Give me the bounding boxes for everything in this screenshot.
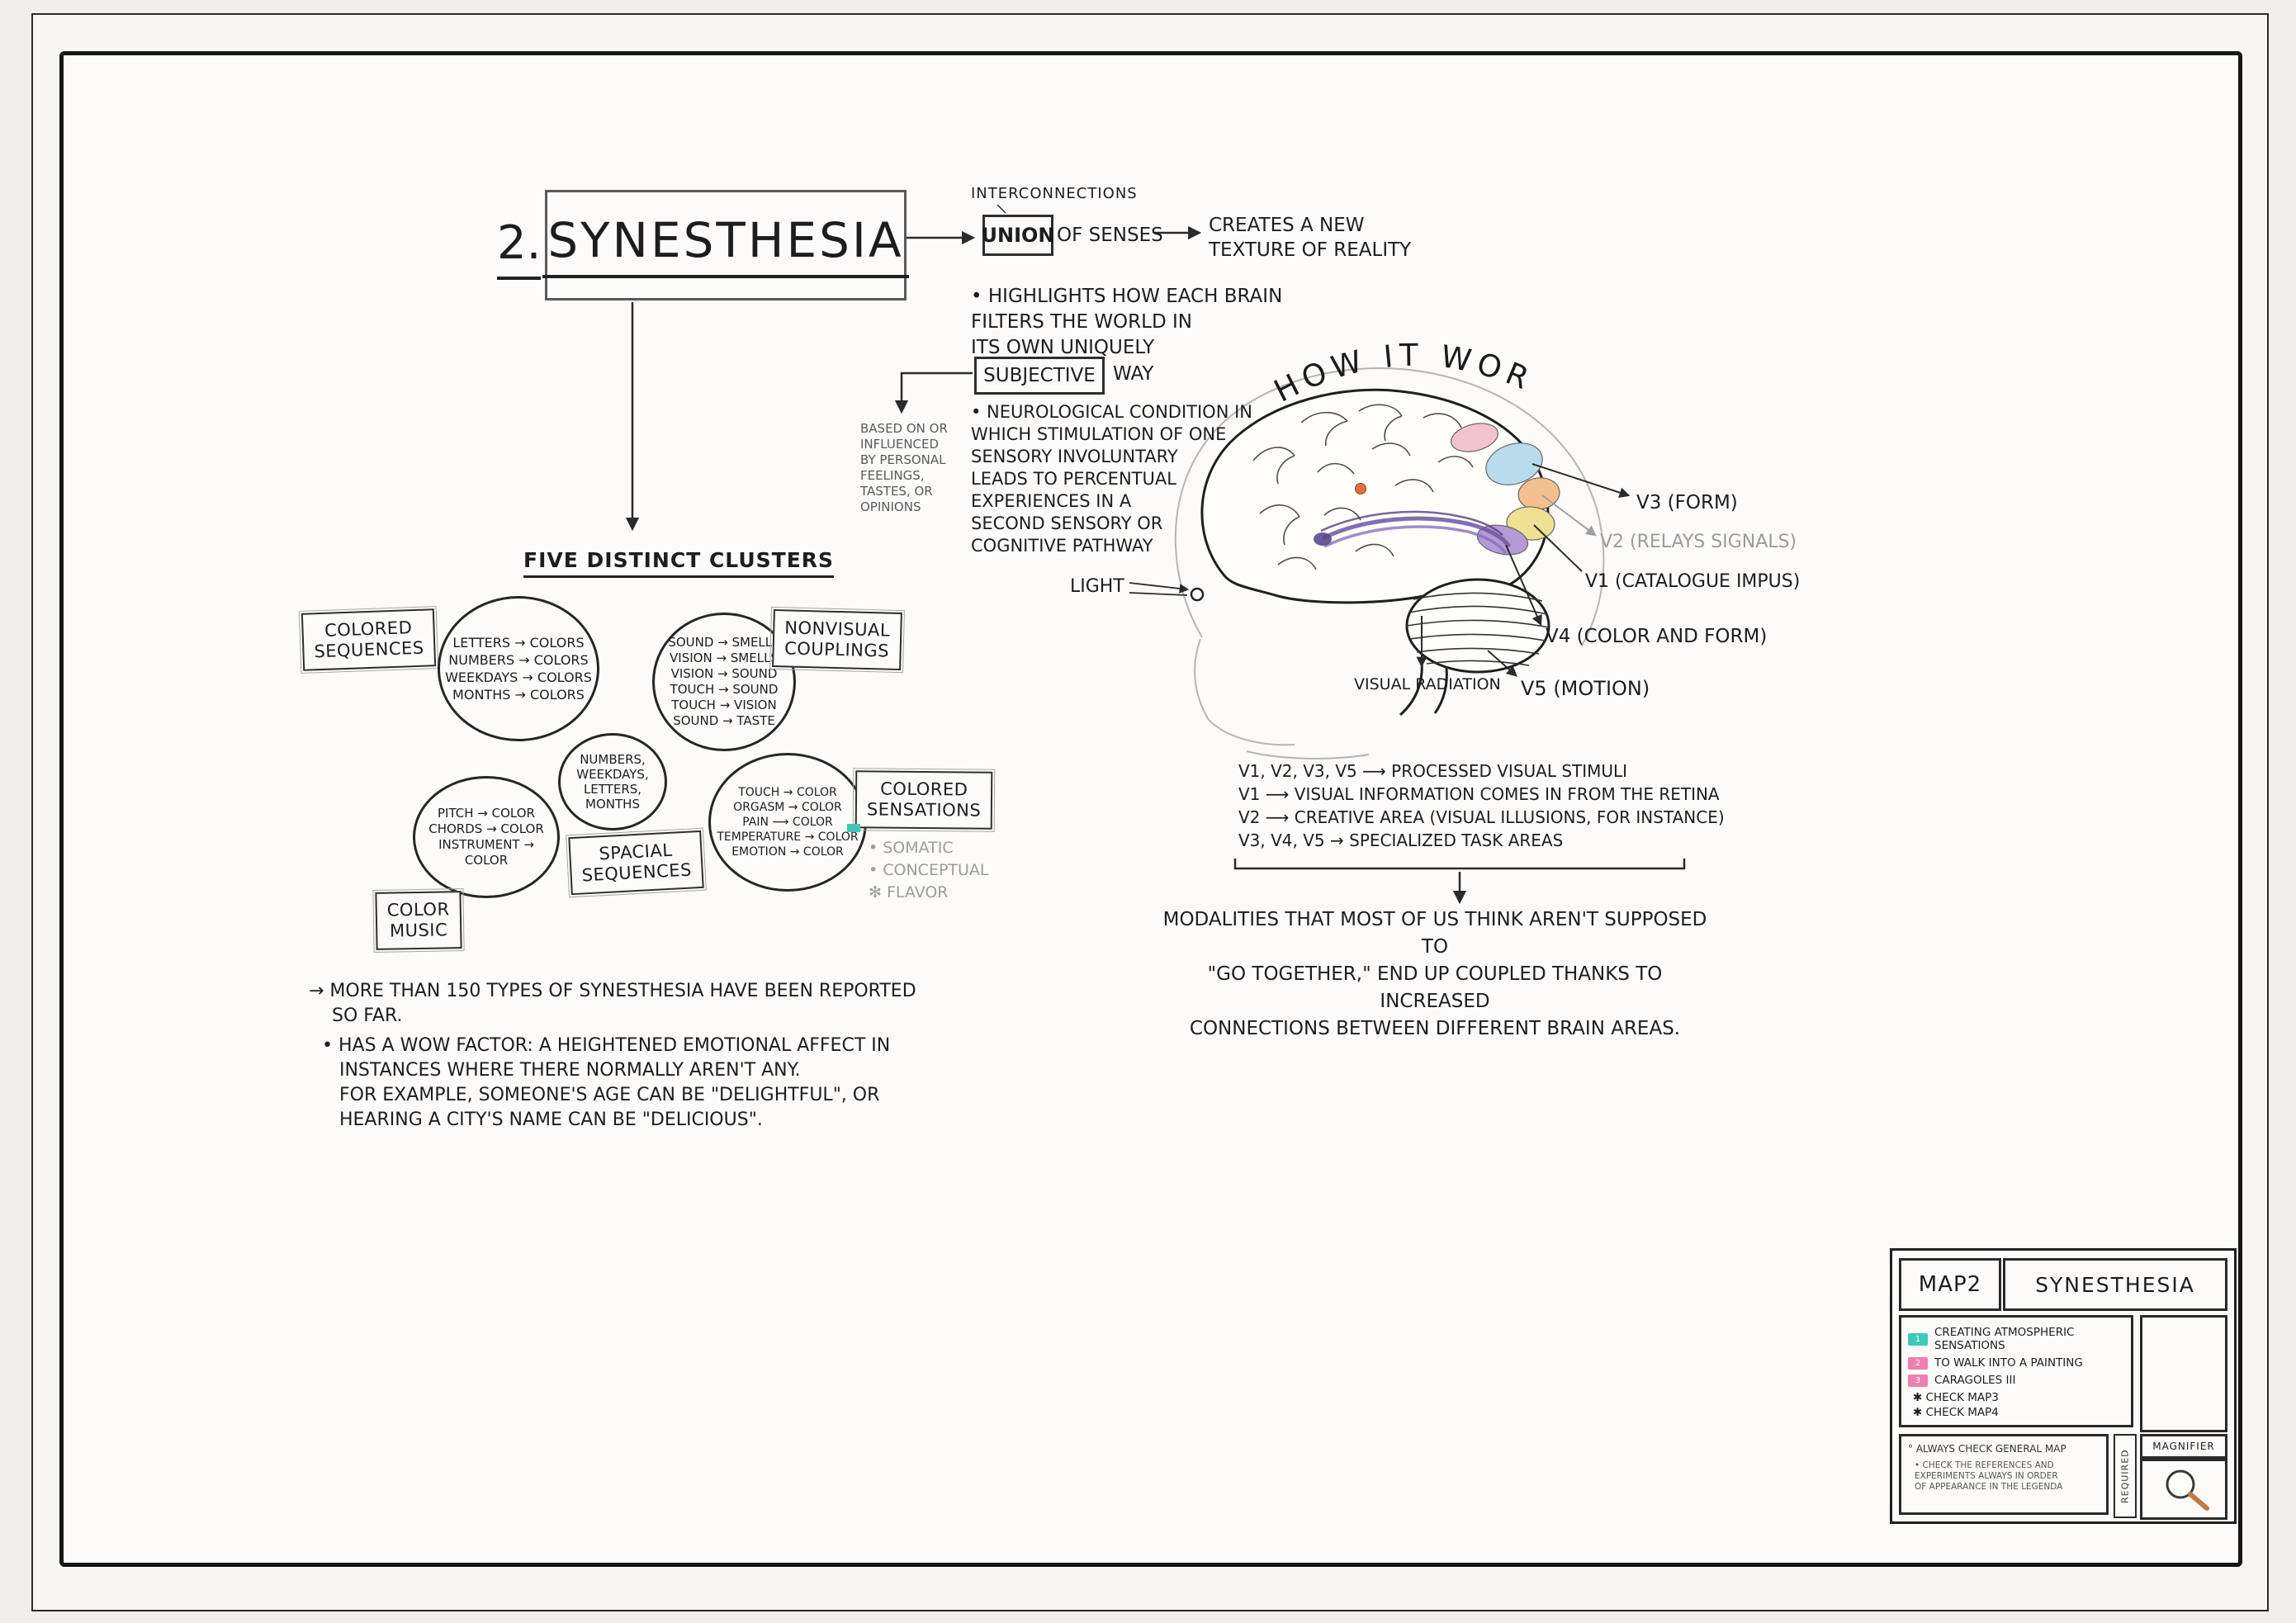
- legend-note-title: ° ALWAYS CHECK GENERAL MAP: [1908, 1443, 2066, 1455]
- v3-label: V3 (FORM): [1636, 492, 1738, 513]
- legend-map-title: SYNESTHESIA: [2003, 1258, 2227, 1311]
- v-note-4: V3, V4, V5 → SPECIALIZED TASK AREAS: [1238, 830, 1564, 850]
- sensations-sublist: • SOMATIC • CONCEPTUAL ✻ FLAVOR: [869, 839, 989, 901]
- visual-radiation-label: VISUAL RADIATION: [1354, 675, 1501, 693]
- head-outline-sketch: [1174, 367, 1605, 759]
- legend-entry-1-text: CREATING ATMOSPHERIC SENSATIONS: [1934, 1326, 2075, 1352]
- way-label: WAY: [1113, 363, 1154, 385]
- colored-sequences-bubble: LETTERS → COLORS NUMBERS → COLORS WEEKDA…: [438, 596, 599, 741]
- cerebellum: [1405, 578, 1550, 674]
- spacial-sequences-bubble: NUMBERS, WEEKDAYS, LETTERS, MONTHS: [558, 733, 667, 830]
- clusters-heading: FIVE DISTINCT CLUSTERS: [523, 548, 835, 578]
- color-music-tag: COLOR MUSIC: [372, 888, 465, 953]
- legend-entries-box: 1 CREATING ATMOSPHERIC SENSATIONS 2 TO W…: [1899, 1315, 2133, 1427]
- lgn-dot: [1355, 483, 1366, 494]
- union-box: UNION: [982, 215, 1055, 256]
- nonvisual-couplings-tag: NONVISUAL COUPLINGS: [769, 606, 905, 674]
- legend-chip-2: 2: [1908, 1356, 1928, 1370]
- subjective-note: BASED ON OR INFLUENCED BY PERSONAL FEELI…: [860, 421, 948, 514]
- v2-label: V2 (RELAYS SIGNALS): [1600, 532, 1797, 552]
- conclusion-text: MODALITIES THAT MOST OF US THINK AREN'T …: [1162, 909, 1707, 1039]
- v-note-1: V1, V2, V3, V5 ⟶ PROCESSED VISUAL STIMUL…: [1238, 761, 1628, 781]
- legend-magnifier-label: MAGNIFIER: [2140, 1434, 2227, 1459]
- color-music-bubble: PITCH → COLOR CHORDS → COLOR INSTRUMENT …: [413, 776, 560, 898]
- v-note-3: V2 ⟶ CREATIVE AREA (VISUAL ILLUSIONS, FO…: [1238, 807, 1725, 827]
- light-label: LIGHT: [1070, 576, 1124, 597]
- magnifier-icon: [2166, 1469, 2209, 1511]
- legend-map-label: MAP2: [1899, 1258, 2001, 1311]
- reported-fact: → MORE THAN 150 TYPES OF SYNESTHESIA HAV…: [309, 981, 916, 1026]
- of-senses-label: OF SENSES: [1057, 225, 1163, 246]
- v1-label: V1 (CATALOGUE IMPUS): [1585, 571, 1801, 592]
- page-title: SYNESTHESIA: [542, 212, 909, 278]
- gyri-sketch-lines: [1252, 404, 1474, 570]
- legend-note-body: • CHECK THE REFERENCES AND EXPERIMENTS A…: [1915, 1460, 2063, 1492]
- optic-radiation: [1314, 510, 1512, 555]
- legend-entry-1: 1 CREATING ATMOSPHERIC SENSATIONS: [1908, 1326, 2124, 1352]
- legend-required-strip: REQUIRED: [2114, 1434, 2137, 1518]
- legend-entry-2: 2 TO WALK INTO A PAINTING: [1908, 1356, 2124, 1370]
- v-note-2: V1 ⟶ VISUAL INFORMATION COMES IN FROM TH…: [1238, 784, 1720, 804]
- legend-magnifier-box: [2140, 1459, 2227, 1520]
- legend-chip-1: 1: [1908, 1332, 1928, 1346]
- colored-sensations-tag: COLORED SENSATIONS: [852, 768, 996, 832]
- colored-sensations-bubble: TOUCH → COLOR ORGASM → COLOR PAIN ⟶ COLO…: [708, 753, 867, 892]
- v5-label: V5 (MOTION): [1521, 677, 1650, 700]
- v4-label: V4 (COLOR AND FORM): [1546, 626, 1768, 647]
- legend-chip-3: 3: [1908, 1374, 1928, 1387]
- legend-notes-box: ° ALWAYS CHECK GENERAL MAP • CHECK THE R…: [1899, 1434, 2109, 1515]
- colored-sequences-tag: COLORED SEQUENCES: [298, 605, 439, 674]
- neurological-bullet: • NEUROLOGICAL CONDITION IN WHICH STIMUL…: [971, 402, 1252, 556]
- highlights-bullet: • HIGHLIGHTS HOW EACH BRAIN FILTERS THE …: [971, 286, 1283, 358]
- legend-ruled-lines: [2140, 1315, 2227, 1432]
- legend-entry-2-text: TO WALK INTO A PAINTING: [1934, 1356, 2083, 1370]
- legend-entry-3: 3 CARAGOLES III: [1908, 1374, 2124, 1387]
- title-number: 2.: [497, 216, 542, 280]
- title-box: SYNESTHESIA: [542, 190, 909, 300]
- highlight-mark: [847, 824, 860, 832]
- legend-check-map4: ✱ CHECK MAP4: [1913, 1406, 1999, 1419]
- eye: [1190, 587, 1205, 602]
- creates-text: CREATES A NEW TEXTURE OF REALITY: [1209, 215, 1412, 261]
- interconnections-label: INTERCONNECTIONS: [971, 185, 1138, 202]
- wow-fact: • HAS A WOW FACTOR: A HEIGHTENED EMOTION…: [322, 1035, 891, 1130]
- subjective-box: SUBJECTIVE: [974, 357, 1105, 395]
- brainstem: [1399, 661, 1448, 717]
- nonvisual-couplings-bubble: SOUND → SMELLS VISION → SMELLS VISION → …: [652, 613, 796, 751]
- spacial-sequences-tag: SPACIAL SEQUENCES: [566, 827, 708, 898]
- legend-panel: MAP2 SYNESTHESIA 1 CREATING ATMOSPHERIC …: [1890, 1248, 2237, 1524]
- legend-check-map3: ✱ CHECK MAP3: [1913, 1391, 1999, 1404]
- legend-entry-3-text: CARAGOLES III: [1934, 1374, 2016, 1387]
